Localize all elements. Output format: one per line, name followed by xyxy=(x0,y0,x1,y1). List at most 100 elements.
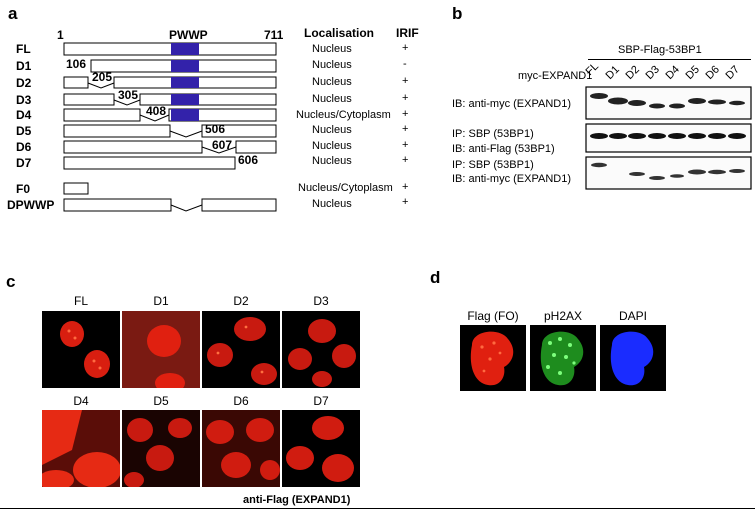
micrograph-title-fl: FL xyxy=(73,294,88,308)
micrograph-d4 xyxy=(42,410,120,487)
blot3-band-d6 xyxy=(708,169,726,175)
pwwp-domain-d1 xyxy=(171,60,199,72)
loc-d3: Nucleus xyxy=(312,93,352,105)
loc-d5: Nucleus xyxy=(312,124,352,136)
micrograph-title-d2: D2 xyxy=(233,294,249,308)
breakpoint-d1: 106 xyxy=(66,57,87,71)
stain-title-ph2ax: pH2AX xyxy=(543,309,583,323)
breakpoint-d6: 607 xyxy=(212,138,233,152)
blot2-frame xyxy=(585,123,752,153)
loc-d1: Nucleus xyxy=(312,59,352,71)
construct-fl xyxy=(63,42,277,56)
lane-label-d1: D1 xyxy=(603,63,622,82)
construct-d3-c xyxy=(139,93,277,106)
construct-d6-n xyxy=(63,140,203,154)
construct-d4-gap xyxy=(139,114,170,122)
irif-dpwwp: + xyxy=(402,196,409,208)
construct-d4-n xyxy=(63,108,141,122)
lane-row-label: myc-EXPAND1 xyxy=(518,70,593,82)
micrograph-title-d6: D6 xyxy=(233,394,249,408)
construct-dpwwp-n xyxy=(63,198,172,212)
irif-d2: + xyxy=(402,75,409,87)
pwwp-domain-d3 xyxy=(171,94,199,105)
construct-d3-gap xyxy=(113,99,141,106)
irif-d1: - xyxy=(403,58,407,70)
micrograph-title-d4: D4 xyxy=(73,394,89,408)
construct-d7 xyxy=(63,156,236,170)
lane-label-d5: D5 xyxy=(683,63,702,82)
construct-d5-gap xyxy=(169,130,203,138)
blot1-label: IB: anti-myc (EXPAND1) xyxy=(452,98,571,110)
loc-dpwwp: Nucleus xyxy=(312,198,352,210)
construct-dpwwp-gap xyxy=(170,204,203,212)
blot1-band-fl xyxy=(590,93,608,99)
construct-d2-gap xyxy=(87,82,115,89)
image-dapi xyxy=(600,325,666,391)
end-residue: 711 xyxy=(264,28,284,42)
lane-label-d6: D6 xyxy=(703,63,722,82)
blot1-band-d5 xyxy=(688,98,706,104)
stain-title-flag: Flag (FO) xyxy=(467,309,519,323)
loc-d7: Nucleus xyxy=(312,155,352,167)
blot3-band-d7 xyxy=(729,169,745,173)
row-name-d7: D7 xyxy=(16,156,32,170)
row-name-d5: D5 xyxy=(16,124,32,138)
micrograph-title-d5: D5 xyxy=(153,394,169,408)
irif-f0: + xyxy=(402,181,409,193)
micrograph-d1 xyxy=(122,311,200,388)
blot-header-line xyxy=(588,59,751,60)
blot1-band-d6 xyxy=(708,99,726,105)
irif-d6: + xyxy=(402,139,409,151)
pwwp-domain-fl xyxy=(171,43,199,55)
construct-dpwwp-c xyxy=(201,198,277,212)
row-name-fl: FL xyxy=(16,42,31,56)
blot1-band-d7 xyxy=(729,100,745,106)
row-name-d6: D6 xyxy=(16,140,32,154)
blot2-band-d7 xyxy=(728,133,746,139)
start-residue: 1 xyxy=(57,28,64,42)
blot3-band-d5 xyxy=(688,169,706,175)
domain-label: PWWP xyxy=(169,28,208,42)
blot2-label-ib: IB: anti-Flag (53BP1) xyxy=(452,143,555,155)
blot-header: SBP-Flag-53BP1 xyxy=(618,44,702,56)
blot3-band-d2 xyxy=(629,172,645,176)
pwwp-domain-d4 xyxy=(171,109,199,121)
blot2-band-d1 xyxy=(609,133,627,139)
construct-d2-n xyxy=(63,76,89,89)
panel-c-caption: anti-Flag (EXPAND1) xyxy=(243,494,351,506)
construct-d6-c xyxy=(235,140,277,154)
localisation-header: Localisation xyxy=(304,26,375,40)
construct-d6-gap xyxy=(201,146,237,154)
blot2-label-ip: IP: SBP (53BP1) xyxy=(452,128,534,140)
blot2-band-fl xyxy=(590,133,608,139)
micrograph-d3 xyxy=(282,311,360,388)
micrograph-title-d7: D7 xyxy=(313,394,329,408)
western-blots xyxy=(585,86,752,190)
row-name-f0: F0 xyxy=(16,182,31,196)
lane-label-d3: D3 xyxy=(643,63,662,82)
breakpoint-d3: 305 xyxy=(118,88,139,102)
panel-label-a: a xyxy=(8,4,18,23)
blot3-band-d3 xyxy=(649,176,665,180)
blot3-band-d4 xyxy=(670,174,684,178)
blot3-label-ib: IB: anti-myc (EXPAND1) xyxy=(452,173,571,185)
blot2-band-d4 xyxy=(668,133,686,139)
micrograph-d7 xyxy=(282,410,360,487)
construct-diagram xyxy=(63,42,277,212)
page-bottom-rule xyxy=(0,508,755,509)
blot1-band-d3 xyxy=(649,103,665,109)
micrograph-title-d1: D1 xyxy=(153,294,169,308)
loc-d6: Nucleus xyxy=(312,140,352,152)
panel-label-c: c xyxy=(6,272,16,291)
blot3-frame xyxy=(585,156,752,190)
blot2-band-d2 xyxy=(628,133,646,139)
irif-fl: + xyxy=(402,42,409,54)
blot3-band-fl xyxy=(591,162,607,168)
micrograph-fl xyxy=(42,311,120,388)
blot1-band-d2 xyxy=(628,100,646,106)
loc-fl: Nucleus xyxy=(312,43,352,55)
blot3-label-ip: IP: SBP (53BP1) xyxy=(452,159,534,171)
lane-label-d7: D7 xyxy=(723,63,742,82)
blot2-band-d3 xyxy=(648,133,666,139)
breakpoint-d5: 506 xyxy=(205,122,226,136)
